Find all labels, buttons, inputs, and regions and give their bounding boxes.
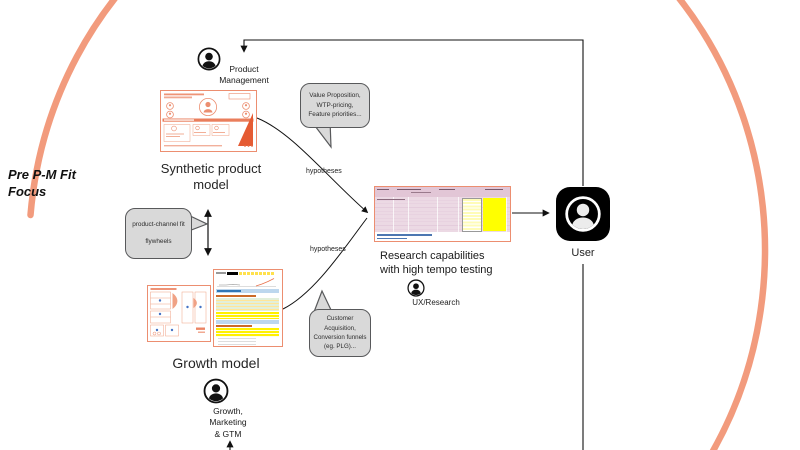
synthetic-label-line1: Synthetic product [160, 161, 262, 176]
product-management-label: Product Management [202, 64, 286, 87]
person-app-icon [556, 187, 610, 241]
pre-pmf-line2: Focus [8, 183, 47, 199]
gs-yellow-rows-2 [216, 327, 279, 337]
rs-col-line [393, 197, 394, 232]
rs-header-text-5 [485, 189, 503, 191]
cust-line3: Conversion funnels [313, 334, 367, 341]
value-line1: Value Proposition, [309, 92, 361, 100]
cust-line1: Customer [326, 315, 354, 323]
pre-pmf-focus-note: Pre P-M Fit Focus [8, 167, 76, 201]
gs-top-cells [227, 272, 275, 276]
product-channel-fit-bubble: product-channel fit flywheels [125, 208, 192, 259]
rs-header-text-4 [439, 189, 455, 191]
gs-footer-lines [218, 338, 256, 345]
rs-col-line [408, 197, 409, 232]
gs-section-title-2 [216, 324, 252, 327]
rs-header-text-1 [377, 189, 389, 191]
rs-solid-yellow-column [483, 198, 506, 231]
gs-yellow-rows-1 [216, 311, 279, 319]
gm-line1: Growth, [213, 406, 243, 416]
growth-to-research-curve [282, 217, 368, 310]
cust-line4: (eg. PLG)... [324, 343, 356, 351]
rs-col-line [458, 197, 459, 232]
growth-model-label: Growth model [172, 355, 260, 371]
pm-line1: Product [229, 64, 259, 74]
customer-acquisition-bubble: Customer Acquisition, Conversion funnels… [309, 309, 371, 357]
value-line2: WTP-pricing, [316, 101, 354, 109]
rs-header-text-3 [411, 191, 431, 193]
growth-canvas-mockup [150, 288, 207, 337]
growth-marketing-label: Growth, Marketing & GTM [188, 406, 268, 440]
rs-header-text-2 [397, 189, 421, 191]
rs-footer-strip [375, 232, 510, 241]
rs-col-line [506, 197, 507, 232]
value-line3: Feature priorities... [308, 111, 362, 119]
person-circle-icon [197, 47, 221, 71]
hypotheses-label-top: hypotheses [306, 168, 342, 175]
research-label-line1: Research capabilities [380, 250, 485, 262]
gm-line2: Marketing [209, 417, 247, 428]
gs-blue-banner-1-text [217, 290, 241, 292]
synthetic-model-mockup [162, 93, 254, 147]
pre-pmf-line1: Pre P-M Fit [8, 167, 76, 182]
rs-header-row [375, 187, 510, 197]
gs-selected-cell [227, 272, 238, 276]
user-to-product-feedback-arrow [240, 39, 584, 186]
synthetic-model-label: Synthetic product model [146, 161, 276, 194]
gs-mini-chart [217, 277, 276, 287]
synthetic-product-model-card [160, 90, 257, 152]
rs-footer-link-2 [377, 237, 407, 239]
pcf-line1: product-channel fit [132, 221, 185, 229]
gm-line3: & GTM [214, 428, 242, 439]
gs-section-title-1 [216, 294, 256, 297]
gs-corner-label [216, 272, 226, 274]
person-circle-icon [203, 378, 229, 404]
rs-row-text [377, 199, 405, 201]
rs-col-line [437, 197, 438, 232]
research-label-line2: with high tempo testing [380, 264, 493, 277]
research-label: Research capabilities with high tempo te… [380, 249, 540, 278]
user-label: User [571, 247, 595, 259]
hypotheses-label-bottom: hypotheses [310, 246, 346, 253]
pcf-line2: flywheels [145, 238, 172, 245]
synthetic-label-line2: model [193, 177, 229, 193]
rs-footer-link-1 [377, 234, 432, 236]
research-sheet-card [374, 186, 511, 242]
rs-striped-yellow-column [462, 198, 482, 232]
pre-pmf-arc [27, 0, 769, 450]
growth-sheet-card [213, 269, 283, 347]
gs-blue-banner-1 [216, 289, 279, 293]
synthetic-to-research-curve [256, 117, 369, 214]
growth-canvas-card [147, 285, 211, 342]
value-prop-bubble: Value Proposition, WTP-pricing, Feature … [300, 83, 370, 128]
gs-blue-banner-2 [216, 319, 279, 324]
person-circle-icon [407, 279, 425, 297]
ux-research-label: UX/Research [412, 298, 460, 307]
cust-line2: Acquisition, [324, 324, 356, 332]
pm-line2: Management [219, 75, 269, 86]
gs-green-rows [216, 297, 279, 311]
